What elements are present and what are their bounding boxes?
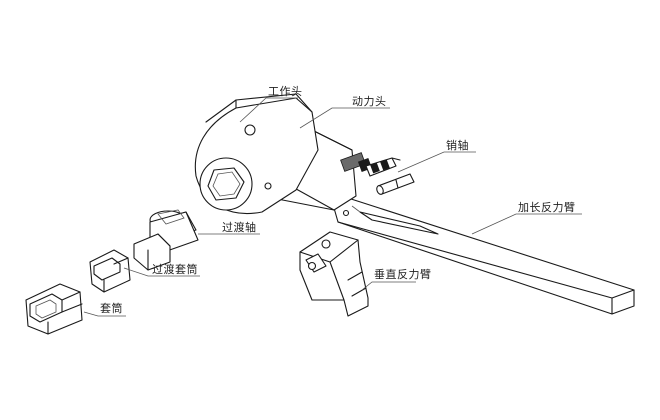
label-working-head: 工作头 xyxy=(268,85,303,98)
working-head xyxy=(194,93,319,214)
label-adapter-shaft: 过渡轴 xyxy=(222,221,257,234)
vertical-reaction-arm xyxy=(299,231,369,317)
socket xyxy=(25,283,83,335)
extended-reaction-arm xyxy=(333,197,635,315)
adapter-shaft xyxy=(133,209,199,271)
pin-shaft xyxy=(376,173,415,195)
label-socket: 套筒 xyxy=(100,302,123,315)
label-pin-shaft: 销轴 xyxy=(446,139,469,152)
label-extended-reaction-arm: 加长反力臂 xyxy=(518,201,576,214)
label-vertical-reaction-arm: 垂直反力臂 xyxy=(374,268,432,281)
leader-lines xyxy=(83,97,582,317)
label-power-head: 动力头 xyxy=(352,95,387,108)
label-adapter-socket: 过渡套筒 xyxy=(152,263,198,276)
adapter-socket xyxy=(89,249,131,293)
